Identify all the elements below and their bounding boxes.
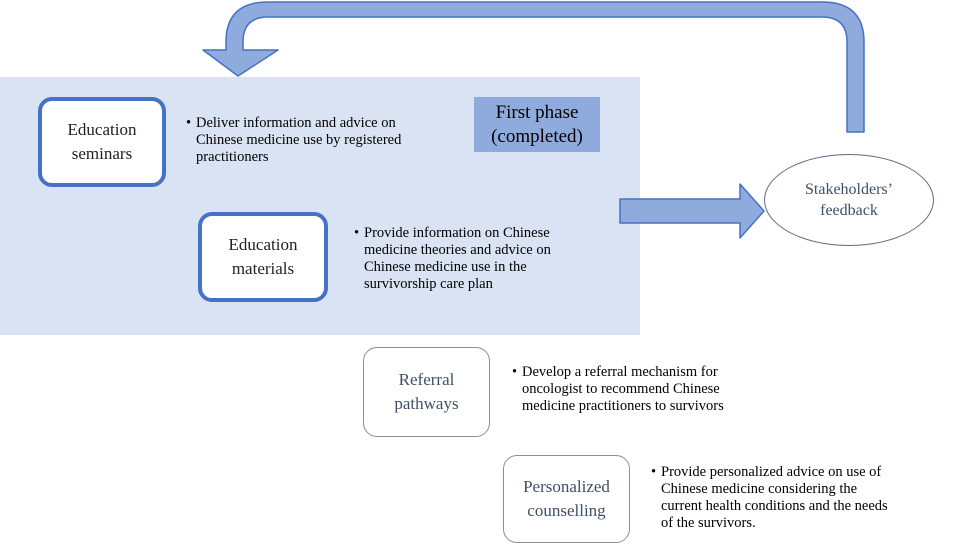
bullet: • [354,225,360,241]
description-line: Provide personalized advice on use of [661,464,882,480]
stakeholders-feedback-line1: Stakeholders’ [805,181,893,198]
description-line: Chinese medicine use by registered [196,132,402,148]
personalized-counselling-box: Personalized counselling [503,455,630,543]
education-seminars-box: Education seminars [38,97,166,187]
education-seminars-title-line2: seminars [71,144,133,163]
bullet: • [186,115,192,131]
stakeholders-feedback-line2: feedback [820,202,878,219]
description-line: current health conditions and the needs [661,498,888,514]
referral-pathways-title-line2: pathways [394,394,459,413]
description-line: practitioners [196,149,269,165]
description-line: Chinese medicine considering the [661,481,858,497]
description-line: Provide information on Chinese [364,225,550,241]
education-materials-title-line2: materials [231,259,295,278]
referral-pathways-description: • Develop a referral mechanism for oncol… [512,364,762,415]
description-line: survivorship care plan [364,276,493,292]
referral-pathways-title-line1: Referral [398,370,455,389]
referral-pathways-box: Referral pathways [363,347,490,437]
description-line: Deliver information and advice on [196,115,396,131]
personalized-counselling-title-line2: counselling [527,501,606,520]
description-line: Chinese medicine use in the [364,259,527,275]
bullet: • [512,364,518,380]
education-seminars-description: • Deliver information and advice on Chin… [186,115,436,166]
first-phase-label-line2: (completed) [491,125,583,147]
personalized-counselling-description: • Provide personalized advice on use of … [651,464,951,532]
stakeholders-feedback-node: Stakeholders’ feedback [764,154,934,246]
education-materials-title-line1: Education [228,235,298,254]
description-line: oncologist to recommend Chinese [522,381,720,397]
education-seminars-title-line1: Education [67,120,137,139]
first-phase-label: First phase (completed) [474,97,600,152]
bullet: • [651,464,657,480]
description-line: medicine theories and advice on [364,242,551,258]
education-materials-description: • Provide information on Chinese medicin… [354,225,594,293]
education-materials-box: Education materials [198,212,328,302]
description-line: Develop a referral mechanism for [522,364,718,380]
description-line: medicine practitioners to survivors [522,398,724,414]
feedback-loop-arrow [202,1,865,133]
to-feedback-arrow [619,183,765,239]
personalized-counselling-title-line1: Personalized [523,477,610,496]
description-line: of the survivors. [661,515,756,531]
first-phase-label-line1: First phase [495,101,579,123]
